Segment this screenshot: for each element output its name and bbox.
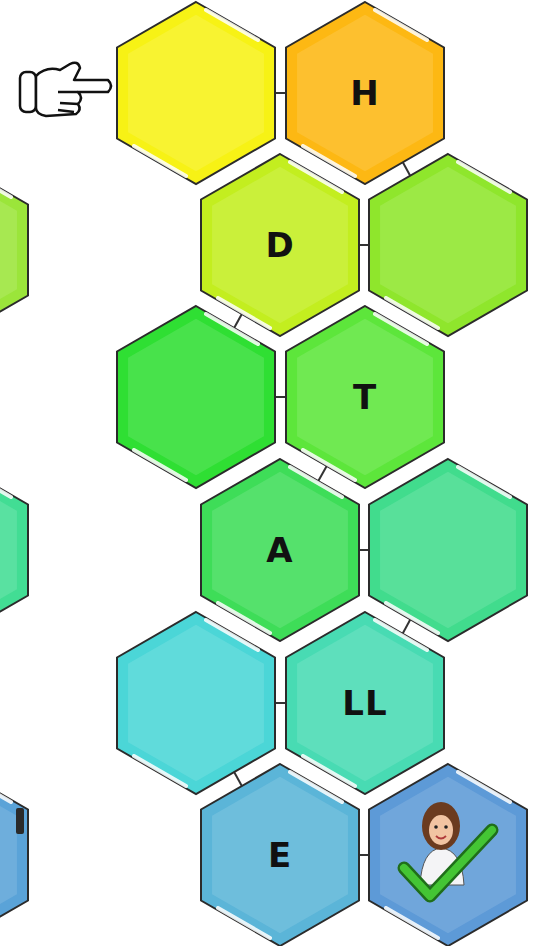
hex-letter: E	[268, 835, 292, 875]
hex-link	[318, 466, 326, 481]
hex-shine	[128, 319, 264, 476]
hex-letter: H	[350, 73, 379, 113]
empty-hex	[117, 2, 275, 184]
hex-letter: D	[265, 225, 294, 265]
hex-letter: A	[266, 530, 293, 570]
gloss-highlight	[290, 772, 342, 802]
hex-shine	[297, 15, 433, 172]
gloss-highlight	[290, 467, 342, 497]
gloss-highlight	[218, 298, 270, 328]
letter-hex: LL	[285, 611, 445, 795]
empty-hex	[369, 764, 527, 946]
empty-hex	[0, 159, 28, 341]
partial-letter	[16, 808, 24, 834]
hex-tile	[117, 612, 275, 794]
gloss-highlight	[375, 620, 427, 650]
gloss-highlight	[386, 908, 438, 938]
letter-hex: E	[200, 763, 360, 946]
hex-tile	[369, 764, 527, 946]
hex-shine	[380, 777, 516, 934]
empty-hex	[0, 459, 28, 641]
gloss-highlight	[134, 756, 186, 786]
hex-shine	[128, 625, 264, 782]
gloss-highlight	[0, 772, 11, 802]
empty-hex	[117, 612, 275, 794]
gloss-highlight	[375, 10, 427, 40]
empty-hex	[369, 459, 527, 641]
hex-tile	[0, 459, 28, 641]
gloss-highlight	[218, 603, 270, 633]
gloss-highlight	[458, 162, 510, 192]
letter-hex: T	[285, 305, 445, 489]
gloss-highlight	[206, 10, 258, 40]
hex-tile	[286, 2, 444, 184]
hex-letter: T	[353, 377, 377, 417]
avatar-check	[404, 802, 492, 896]
gloss-highlight	[134, 146, 186, 176]
hex-tile	[117, 306, 275, 488]
gloss-highlight	[290, 162, 342, 192]
gloss-highlight	[458, 772, 510, 802]
empty-hex	[0, 764, 28, 946]
hex-shine	[212, 777, 348, 934]
gloss-highlight	[218, 908, 270, 938]
hex-shine	[297, 319, 433, 476]
gloss-highlight	[0, 167, 11, 197]
hex-tile	[369, 459, 527, 641]
hex-shine	[212, 167, 348, 324]
gloss-highlight	[134, 450, 186, 480]
gloss-highlight	[458, 467, 510, 497]
hex-letter: LL	[342, 683, 387, 723]
letter-hex: D	[200, 153, 360, 337]
hex-shine	[297, 625, 433, 782]
hex-tile	[201, 459, 359, 641]
pointing-hand	[20, 63, 111, 116]
gloss-highlight	[303, 450, 355, 480]
hex-tile	[201, 154, 359, 336]
hex-shine	[128, 15, 264, 172]
hex-tile	[369, 154, 527, 336]
hex-shine	[380, 167, 516, 324]
gloss-highlight	[375, 314, 427, 344]
hex-tile	[286, 612, 444, 794]
hex-tile	[0, 764, 28, 946]
hex-tile	[0, 159, 28, 341]
empty-hex	[117, 306, 275, 488]
empty-hex	[369, 154, 527, 336]
gloss-highlight	[0, 467, 11, 497]
hex-shine	[212, 472, 348, 629]
letter-hex: A	[200, 458, 360, 642]
hex-tile	[201, 764, 359, 946]
hex-tile	[117, 2, 275, 184]
hex-shine	[380, 472, 516, 629]
letter-hex: H	[285, 1, 445, 185]
hex-tile	[286, 306, 444, 488]
